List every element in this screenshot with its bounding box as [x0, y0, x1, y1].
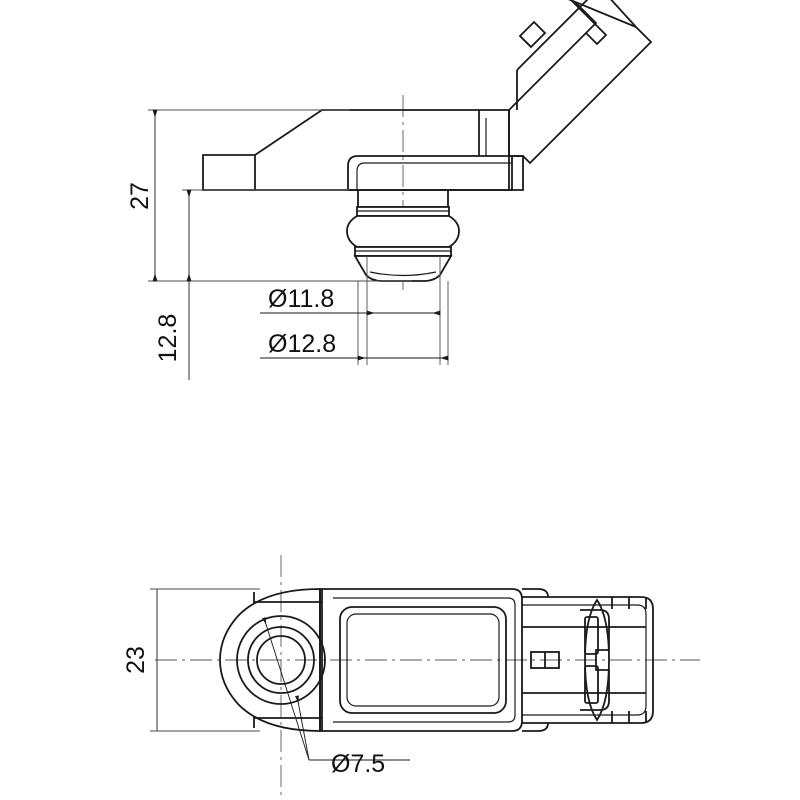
- sensor-body-slab-inner-edge: [356, 162, 512, 190]
- sensor-body-plan-outline: [319, 588, 523, 732]
- connector-shroud-lower: [522, 0, 653, 165]
- bottom-plan-view: 23 Ø7.5: [122, 555, 700, 800]
- sensor-body-upper-outline: [202, 109, 510, 191]
- side-elevation-view: 27 12.8 Ø11.8 Ø12.8: [126, 0, 653, 380]
- connector-latch-tab: [518, 20, 547, 49]
- flange-notch-bottom: [253, 717, 322, 728]
- connector-plan-inner: [522, 604, 647, 716]
- connector-shoulder-bottom: [522, 722, 549, 732]
- connector-notch: [575, 2, 598, 34]
- dim-label-port-upper-diameter: Ø11.8: [268, 285, 334, 313]
- latch-slot-bottom: [584, 665, 599, 704]
- connector-upper-flank-edge: [568, 0, 637, 28]
- connector-latch-tab-edge: [519, 35, 532, 48]
- port-barb-bulb: [346, 215, 460, 248]
- dim-label-port-height: 12.8: [154, 314, 182, 363]
- flange-boss-outer-circle: [236, 615, 326, 705]
- dim-label-port-lower-diameter: Ø12.8: [268, 330, 336, 358]
- dim-label-flange-width: 23: [122, 646, 150, 674]
- body-plan-pocket: [339, 606, 507, 714]
- dim-label-mounting-bore-diameter: Ø7.5: [331, 750, 385, 778]
- mounting-flange-outline: [219, 588, 321, 732]
- flange-notch-top: [253, 592, 322, 603]
- dim-label-overall-height: 27: [126, 182, 154, 210]
- connector-latch-lever: [584, 598, 610, 722]
- mounting-bore-circle: [256, 635, 306, 685]
- leader-line-d7-5-upper: [261, 617, 310, 761]
- leader-line-d7-5-lower: [294, 695, 310, 761]
- port-tapered-tip: [353, 255, 453, 282]
- sensor-body-lower-slab: [347, 155, 513, 191]
- body-plan-inner-wall: [333, 597, 516, 723]
- latch-slot-top: [584, 616, 599, 655]
- body-plan-pocket-inner: [346, 613, 500, 707]
- flange-boss-mid-circle: [247, 626, 315, 694]
- connector-latch-bracket: [580, 609, 610, 711]
- connector-shoulder-top: [522, 588, 549, 598]
- port-tip-inner-arc: [369, 271, 437, 277]
